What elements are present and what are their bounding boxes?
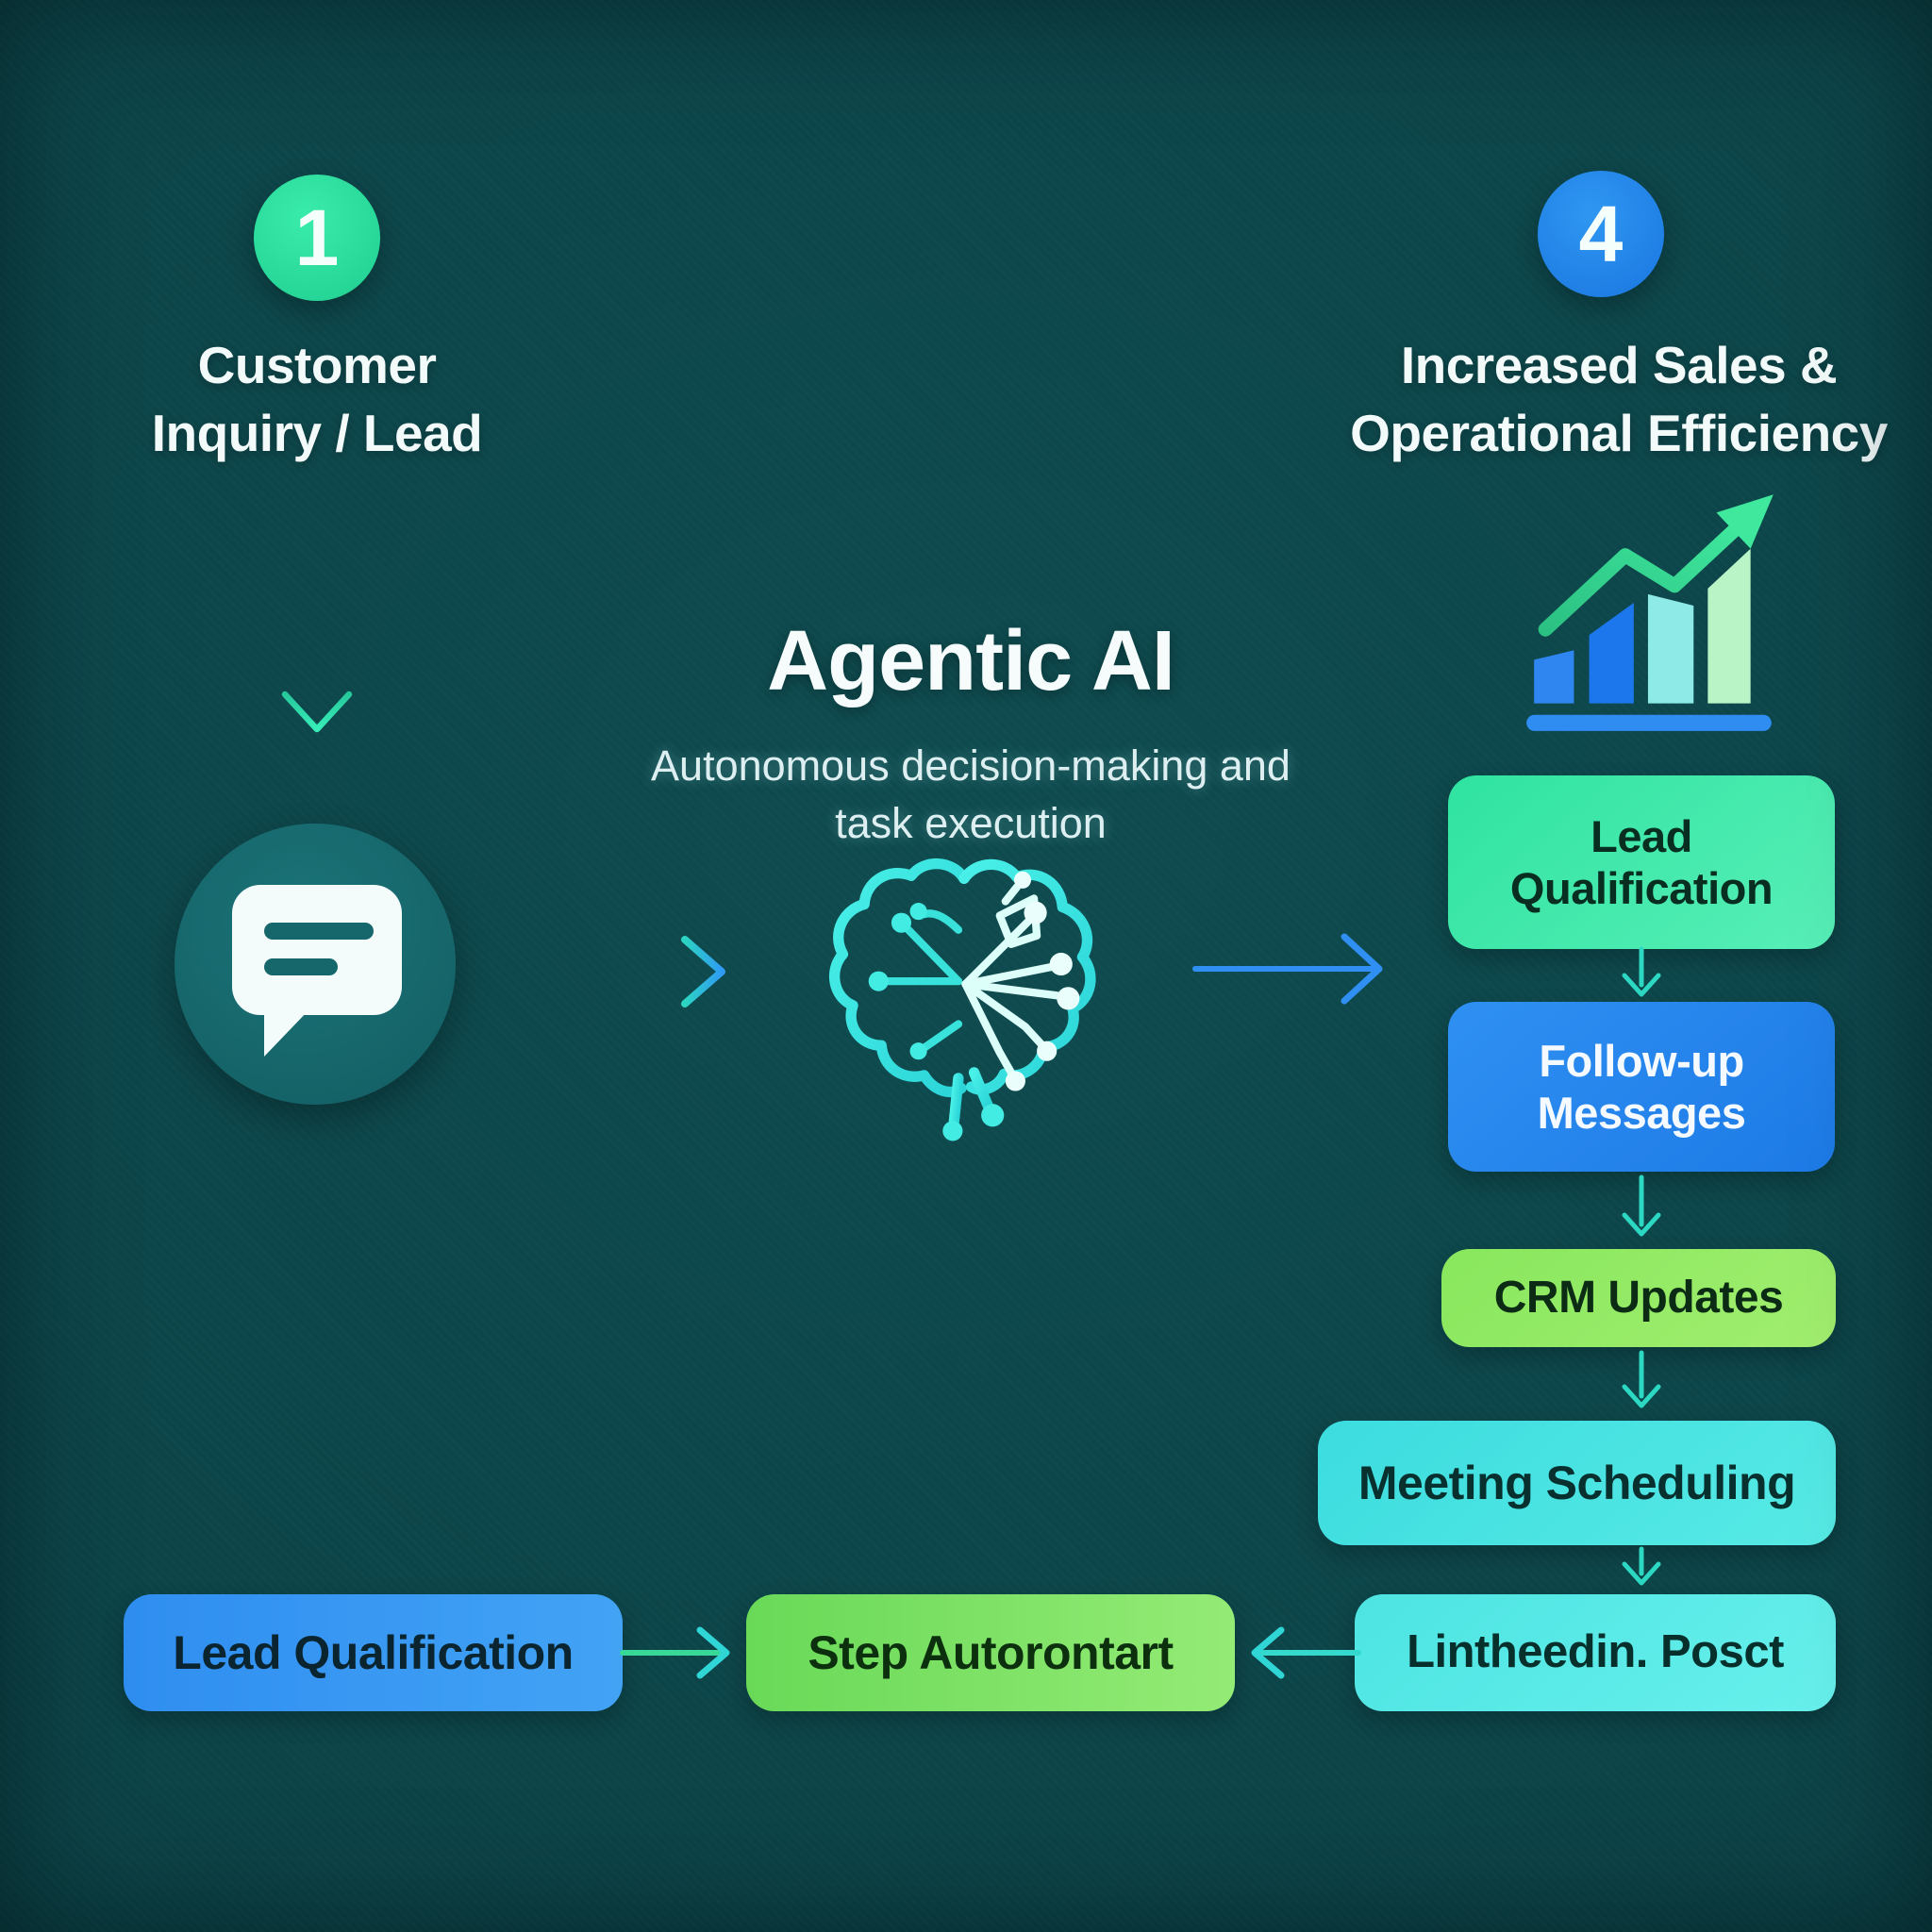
flow-arrow-down-icon xyxy=(281,509,353,733)
ai-brain-circuit-icon xyxy=(829,858,1096,1141)
flow-arrow-down-icon xyxy=(1622,1174,1661,1237)
step-1-label-line2: Inquiry / Lead xyxy=(151,403,483,462)
flow-box-lead-qualification-bottom: Lead Qualification xyxy=(124,1594,623,1711)
flow-arrow-right-icon xyxy=(525,936,725,1008)
flow-arrow-left-icon xyxy=(1251,1626,1361,1679)
flow-arrow-right-icon xyxy=(1192,933,1383,1005)
flow-box-step-automation: Step Autorontart xyxy=(746,1594,1235,1711)
flow-box-label: Step Autorontart xyxy=(808,1625,1174,1679)
customer-inquiry-node xyxy=(175,824,456,1105)
flow-arrow-down-icon xyxy=(1622,1546,1661,1586)
step-4-number: 4 xyxy=(1578,189,1624,278)
flow-box-label: Lead xyxy=(1591,810,1692,861)
flow-arrow-down-icon xyxy=(1622,1350,1661,1408)
flow-arrow-right-icon xyxy=(620,1626,730,1679)
step-4-badge: 4 xyxy=(1538,171,1664,297)
flow-box-meeting-scheduling: Meeting Scheduling xyxy=(1318,1421,1836,1545)
agentic-ai-subtitle: Autonomous decision-making and task exec… xyxy=(400,738,1541,853)
flow-box-label: Qualification xyxy=(1509,863,1774,913)
flow-box-label: Lead Qualification xyxy=(173,1625,574,1679)
step-4-label: Increased Sales & Operational Efficiency xyxy=(1326,332,1911,467)
flow-arrow-down-icon xyxy=(1622,946,1661,997)
agentic-ai-title: Agentic AI xyxy=(767,614,1175,708)
flow-box-crm-updates: CRM Updates xyxy=(1441,1249,1836,1347)
subtitle-line1: Autonomous decision-making and xyxy=(651,741,1291,790)
flow-box-label: CRM Updates xyxy=(1493,1272,1784,1323)
step-4-label-line2: Operational Efficiency xyxy=(1350,403,1888,462)
flow-box-lead-qualification: Lead Qualification xyxy=(1448,775,1835,949)
step-1-label-line1: Customer xyxy=(197,336,437,394)
flow-box-label: Messages xyxy=(1537,1088,1746,1138)
step-1-number: 1 xyxy=(294,192,340,282)
subtitle-line2: task execution xyxy=(835,798,1107,847)
step-1-badge: 1 xyxy=(254,175,380,301)
flow-box-follow-up-messages: Follow-up Messages xyxy=(1448,1002,1835,1172)
step-4-label-line1: Increased Sales & xyxy=(1400,336,1838,394)
step-1-label: Customer Inquiry / Lead xyxy=(34,332,600,467)
growth-bar-chart-icon xyxy=(1526,494,1774,731)
flow-box-linkedin-post: Lintheedin. Posct xyxy=(1355,1594,1836,1711)
chat-bubble-icon xyxy=(232,885,402,1057)
flow-box-label: Meeting Scheduling xyxy=(1357,1456,1796,1509)
flow-box-label: Follow-up xyxy=(1539,1035,1744,1086)
flow-box-label: Lintheedin. Posct xyxy=(1407,1626,1784,1678)
